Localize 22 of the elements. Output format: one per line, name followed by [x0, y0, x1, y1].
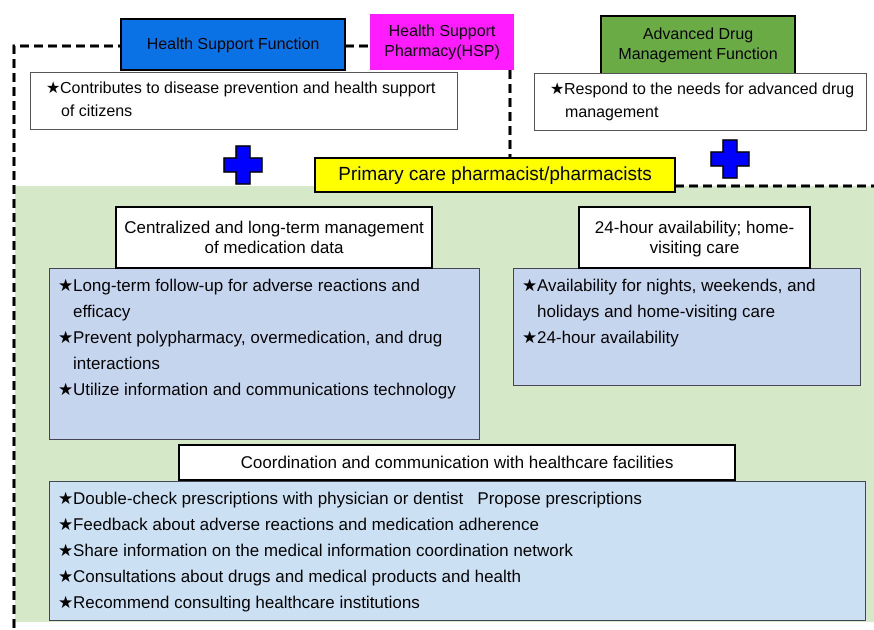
- bullet-text: ★Feedback about adverse reactions and medication adherence: [58, 514, 540, 536]
- info-panel: [513, 268, 861, 386]
- pharmacy-label: Health Support Pharmacy(HSP): [370, 14, 514, 70]
- bullet-text: ★Utilize information and communications technology: [58, 379, 457, 401]
- bullet-text: ★Prevent polypharmacy, overmedication, and drug interactions: [58, 327, 444, 375]
- heading-label: Centralized and long-term management of medication data: [115, 206, 433, 269]
- pharmacist-label: Primary care pharmacist/pharmacists: [314, 157, 676, 193]
- bullet-text: ★Consultations about drugs and medical products and health: [58, 566, 522, 588]
- bullet-text: ★Recommend consulting healthcare institutions: [58, 592, 421, 614]
- info-panel: [49, 268, 480, 440]
- bullet-text: ★Share information on the medical information coordination network: [58, 540, 574, 562]
- bullet-text: ★Long-term follow-up for adverse reactions and efficacy: [58, 275, 421, 323]
- info-panel: [49, 481, 866, 621]
- heading-label: 24-hour availability; home-visiting care: [578, 206, 811, 269]
- description-text: ★Respond to the needs for advanced drug management: [534, 73, 867, 131]
- bullet-text: ★Double-check prescriptions with physician or dentist Propose prescriptions: [58, 488, 643, 510]
- heading-label: Coordination and communication with healthcare facilities: [178, 444, 736, 481]
- bullet-text: ★Availability for nights, weekends, and holidays and home-visiting care: [522, 275, 816, 323]
- description-text: ★Contributes to disease prevention and health support of citizens: [30, 72, 458, 130]
- bullet-text: ★24-hour availability: [522, 327, 680, 349]
- function-label: Health Support Function: [120, 18, 346, 71]
- function-label: Advanced Drug Management Function: [600, 15, 796, 75]
